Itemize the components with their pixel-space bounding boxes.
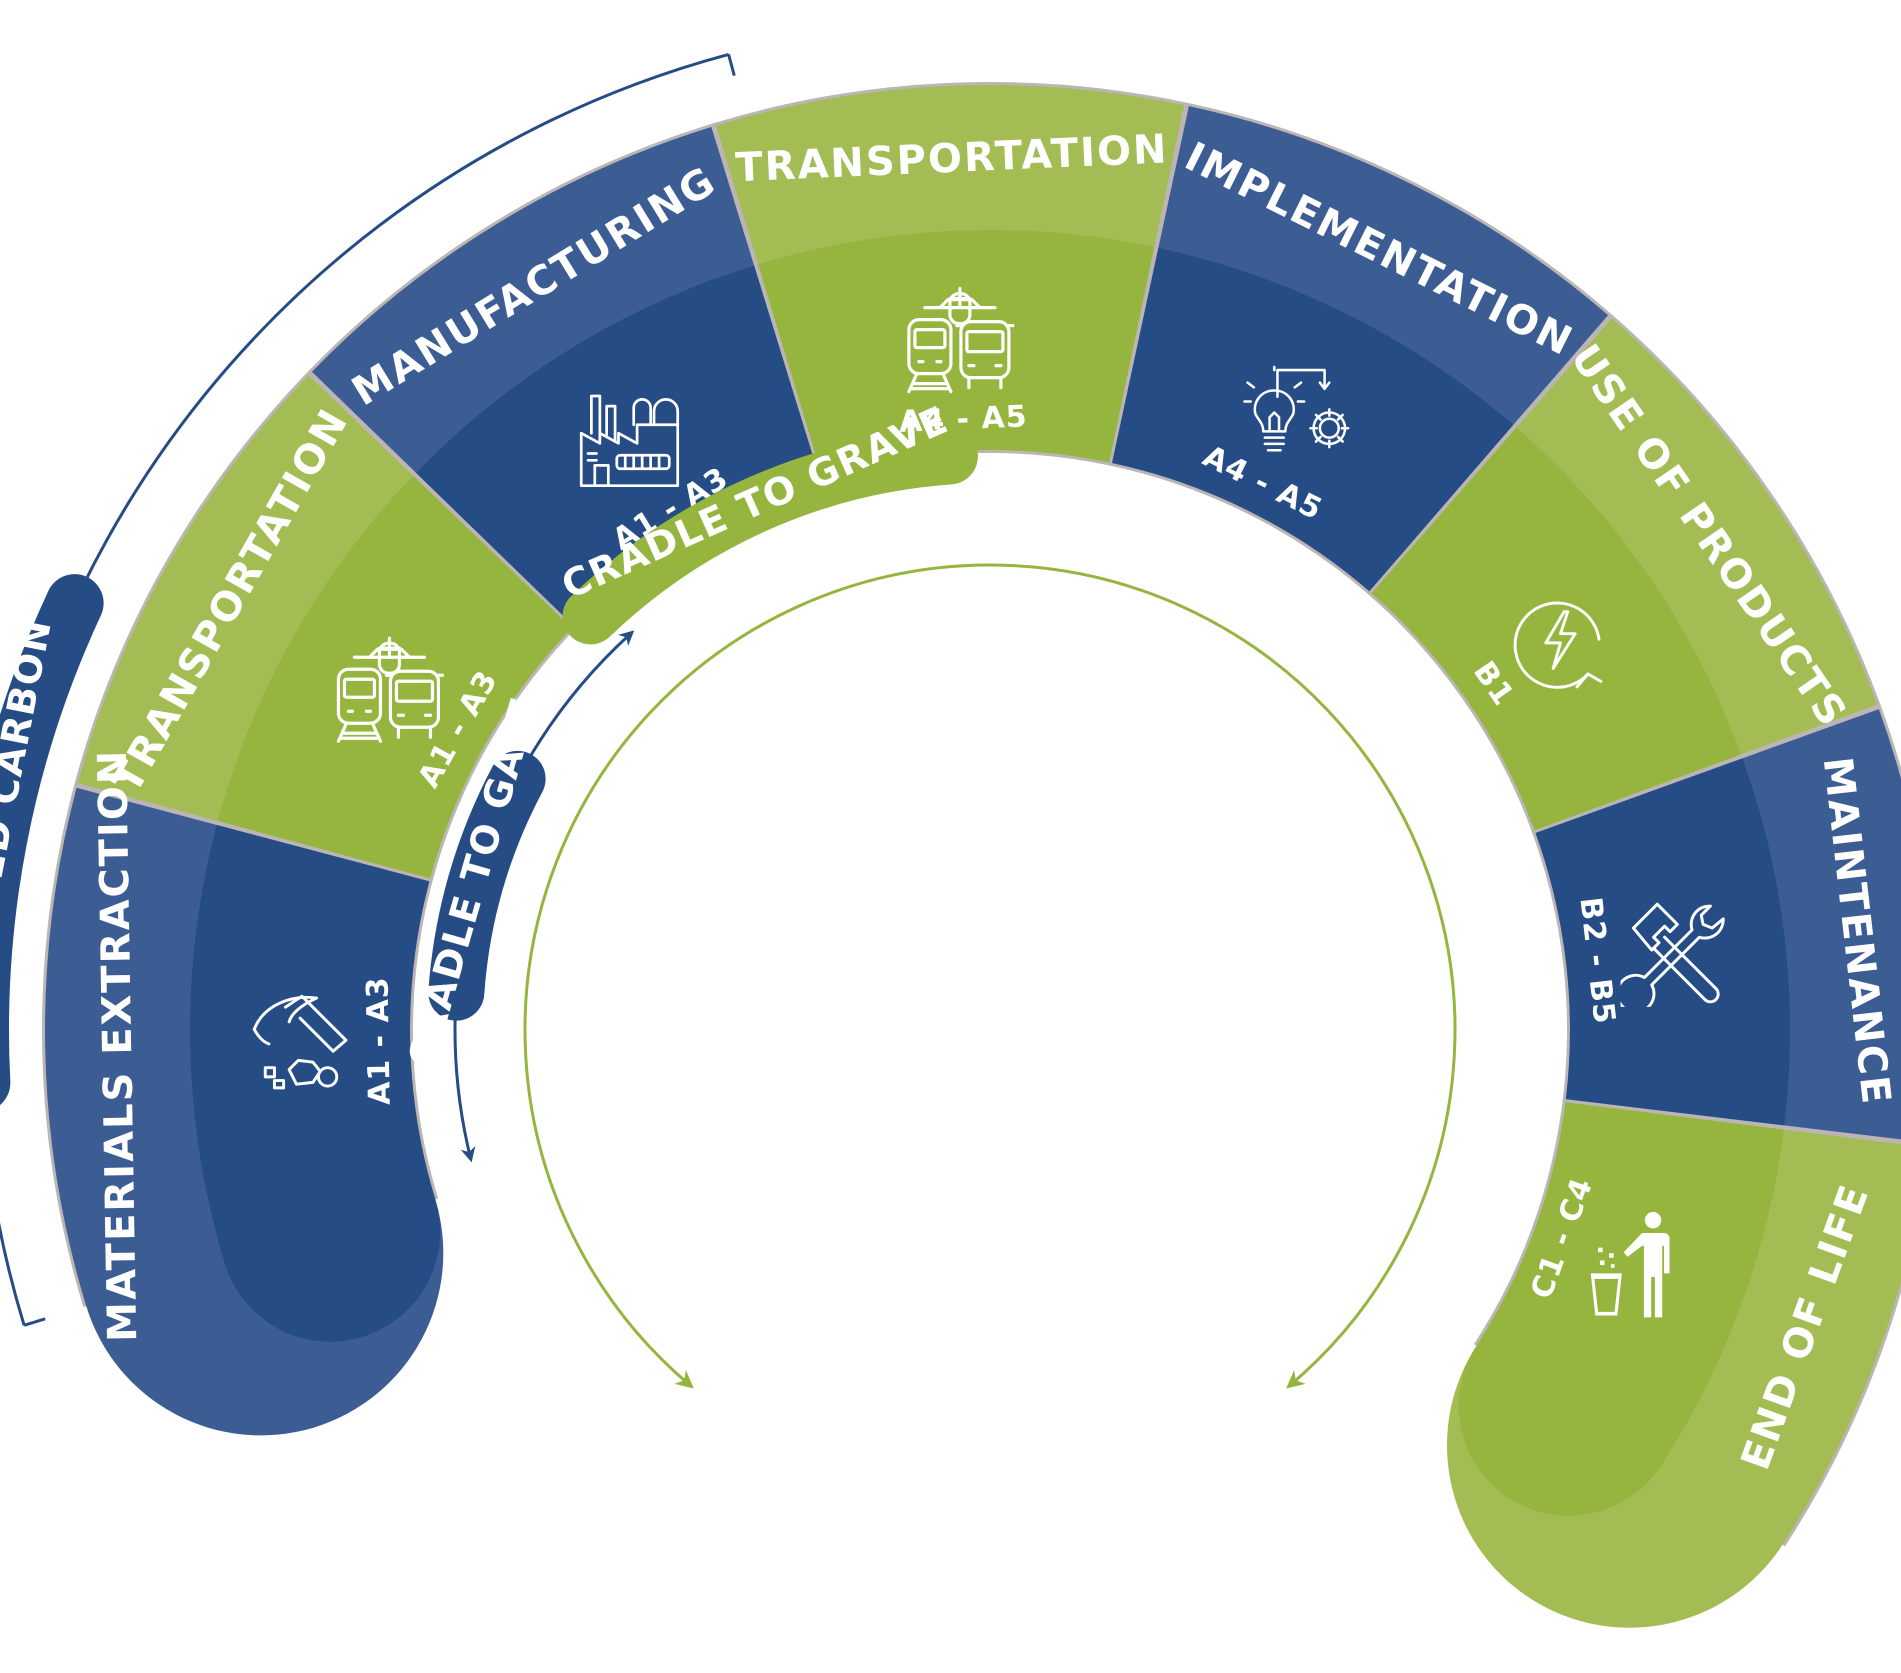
segment-inner-end-of-life bbox=[1477, 1102, 1784, 1464]
cradle-to-grave-arrow bbox=[523, 563, 1457, 1389]
segment-inner-materials-extraction bbox=[189, 824, 435, 1262]
cradle-to-gate-pill bbox=[428, 750, 546, 1021]
segment-inner-transportation-a1 bbox=[217, 475, 572, 879]
segment-inner-implementation bbox=[1112, 247, 1514, 592]
segment-inner-maintenance bbox=[1535, 758, 1790, 1126]
segment-label-materials-extraction: MATERIALS EXTRACTION bbox=[90, 748, 146, 1342]
cradle-to-grave-pill bbox=[562, 428, 978, 645]
embodied-carbon-pill bbox=[0, 574, 104, 1105]
segment-inner-transportation-a4 bbox=[758, 230, 1155, 475]
embodied-carbon-tick-end bbox=[727, 54, 736, 77]
inner-band bbox=[189, 230, 1790, 1464]
embodied-carbon-bracket bbox=[0, 52, 729, 1326]
segment-inner-manufacturing bbox=[415, 265, 819, 627]
segment-inner-use-of-products bbox=[1371, 427, 1742, 831]
segment-code-materials-extraction: A1 - A3 bbox=[360, 976, 397, 1105]
embodied-carbon-tick-start bbox=[23, 1317, 46, 1327]
